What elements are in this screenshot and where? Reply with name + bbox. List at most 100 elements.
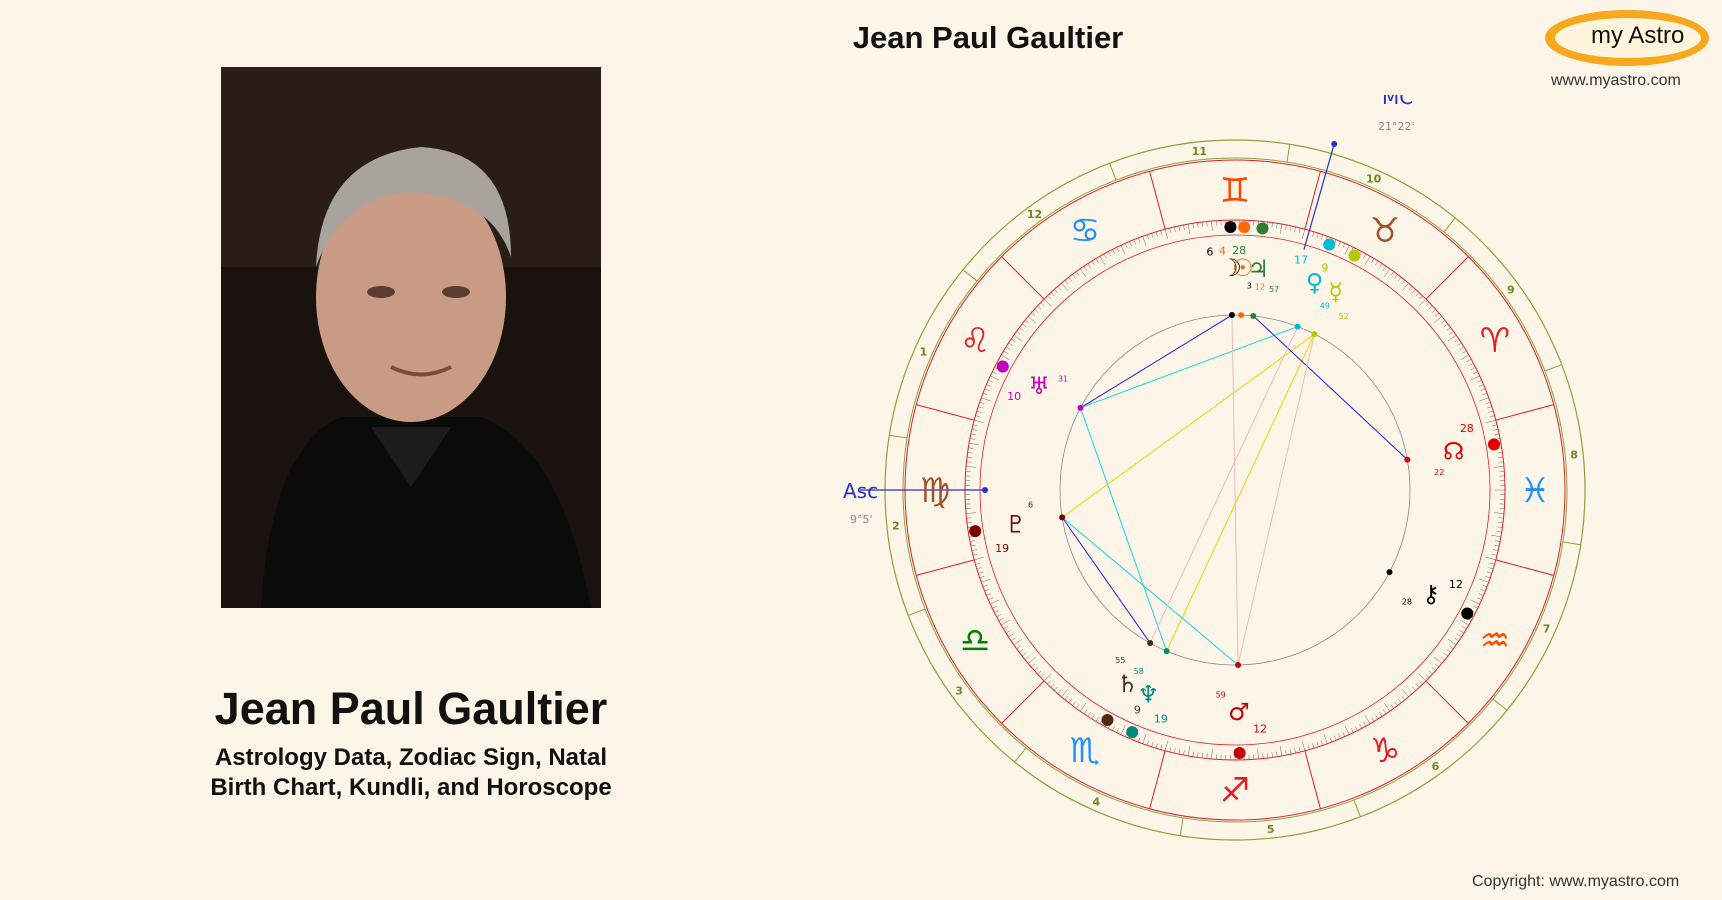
planet-dot <box>969 525 982 538</box>
house-divider <box>1179 817 1184 836</box>
myastro-logo[interactable]: my Astro <box>1545 10 1715 70</box>
mc-label: MC <box>1382 95 1413 109</box>
planet-dot <box>1461 607 1474 620</box>
planet-degree: 28 <box>1232 244 1246 257</box>
planet-dot <box>1126 726 1139 739</box>
planet-glyph: ♂ <box>1228 698 1250 726</box>
aspect-line <box>1149 326 1299 644</box>
aspect-circle <box>1059 314 1411 666</box>
house-divider <box>908 608 926 616</box>
house-number: 5 <box>1267 823 1275 836</box>
house-number: 11 <box>1192 145 1207 158</box>
house-number: 12 <box>1027 208 1042 221</box>
sign-glyph: ♌ <box>960 321 990 361</box>
sign-glyph: ♐ <box>1220 771 1250 811</box>
planet-inner-dot <box>1077 404 1084 411</box>
aspect-line <box>1237 333 1315 666</box>
house-divider <box>1286 144 1291 163</box>
sign-divider <box>1304 750 1321 809</box>
subheading: Astrology Data, Zodiac Sign, Natal Birth… <box>150 743 672 803</box>
subheading-line-1: Astrology Data, Zodiac Sign, Natal <box>214 744 608 771</box>
asc-label: Asc <box>843 479 878 503</box>
planet-inner-dot <box>1311 331 1318 338</box>
house-divider <box>1492 698 1508 711</box>
sign-divider <box>1425 256 1469 300</box>
planet-inner-dot <box>1163 648 1170 655</box>
planet-minute: 57 <box>1269 285 1279 294</box>
aspect-lines <box>1061 314 1408 666</box>
house-number: 8 <box>1570 448 1578 461</box>
sign-divider <box>1304 171 1321 230</box>
planet-minute: 6 <box>1028 500 1033 509</box>
planet-dot <box>1256 222 1269 235</box>
house-divider <box>1109 163 1117 181</box>
sign-divider <box>1001 680 1045 724</box>
logo-inner <box>1555 18 1701 58</box>
sign-glyph: ♈ <box>1480 321 1510 361</box>
sign-glyph: ♊ <box>1220 171 1250 211</box>
planet-degree: 6 <box>1206 245 1213 258</box>
house-divider <box>1353 799 1361 817</box>
wheel-static <box>860 139 1586 841</box>
sign-glyph: ♏ <box>1070 731 1100 771</box>
person-photo <box>221 67 601 608</box>
planet-minute: 59 <box>1216 691 1226 700</box>
planet-dot <box>1488 438 1501 451</box>
sign-glyph: ♓ <box>1520 471 1550 511</box>
planet-glyph: ♇ <box>1005 511 1027 539</box>
mc-axis <box>1303 143 1335 250</box>
planet-glyph: ♅ <box>1028 372 1050 400</box>
aspect-line <box>1080 326 1298 409</box>
house-divider <box>962 269 978 282</box>
house-number: 7 <box>1543 623 1551 636</box>
logo-url[interactable]: www.myastro.com <box>1551 72 1681 89</box>
planet-degree: 28 <box>1460 422 1474 435</box>
aspect-line <box>1231 315 1239 665</box>
planet-minute: 31 <box>1058 374 1068 383</box>
planet-inner-dot <box>1147 640 1154 647</box>
house-divider <box>1443 217 1456 233</box>
planet-minute: 22 <box>1434 468 1444 477</box>
house-number: 9 <box>1507 284 1515 297</box>
planet-degree: 9 <box>1134 703 1141 716</box>
planet-inner-dot <box>1228 312 1235 319</box>
house-number: 1 <box>920 345 928 358</box>
sign-divider <box>916 559 975 576</box>
aspect-line <box>1252 315 1408 460</box>
planet-dot <box>1238 221 1251 234</box>
sign-glyph: ♒ <box>1480 621 1510 661</box>
house-divider <box>1562 541 1581 546</box>
planet-inner-dot <box>1386 569 1393 576</box>
planet-glyph: ☿ <box>1328 278 1343 306</box>
house-number: 3 <box>955 684 963 697</box>
planet-minute: 12 <box>1255 283 1265 292</box>
planet-minute: 55 <box>1115 656 1125 665</box>
sign-glyph: ♎ <box>960 621 990 661</box>
planet-inner-dot <box>1238 312 1245 319</box>
sign-divider <box>1495 404 1554 421</box>
planet-glyph: ♃ <box>1247 255 1269 283</box>
sign-divider <box>1001 256 1045 300</box>
copyright-text: Copyright: www.myastro.com <box>1472 873 1680 890</box>
sign-glyph: ♑ <box>1370 731 1400 771</box>
planet-degree: 10 <box>1007 390 1021 403</box>
planet-glyph: ♆ <box>1137 680 1159 708</box>
planet-dot <box>996 360 1009 373</box>
planet-minute: 58 <box>1134 667 1144 676</box>
sign-glyph: ♍ <box>920 471 950 511</box>
planet-dot <box>1348 249 1361 262</box>
planet-dot <box>1101 714 1114 727</box>
planet-inner-dot <box>1235 661 1242 668</box>
planet-glyph: ♀ <box>1306 269 1324 297</box>
aspect-line <box>1080 314 1233 409</box>
mc-marker <box>1331 140 1338 147</box>
planet-glyph: ⚷ <box>1422 580 1440 608</box>
aspect-line <box>1061 516 1239 666</box>
sign-divider <box>1425 680 1469 724</box>
planet-degree: 19 <box>995 542 1009 555</box>
planets: ☽63☉412♃2857♀1749☿952☊2822⚷1228♂1259♆195… <box>969 221 1501 759</box>
planet-dot <box>1233 746 1246 759</box>
planet-minute: 52 <box>1339 312 1349 321</box>
house-divider <box>1014 747 1027 763</box>
